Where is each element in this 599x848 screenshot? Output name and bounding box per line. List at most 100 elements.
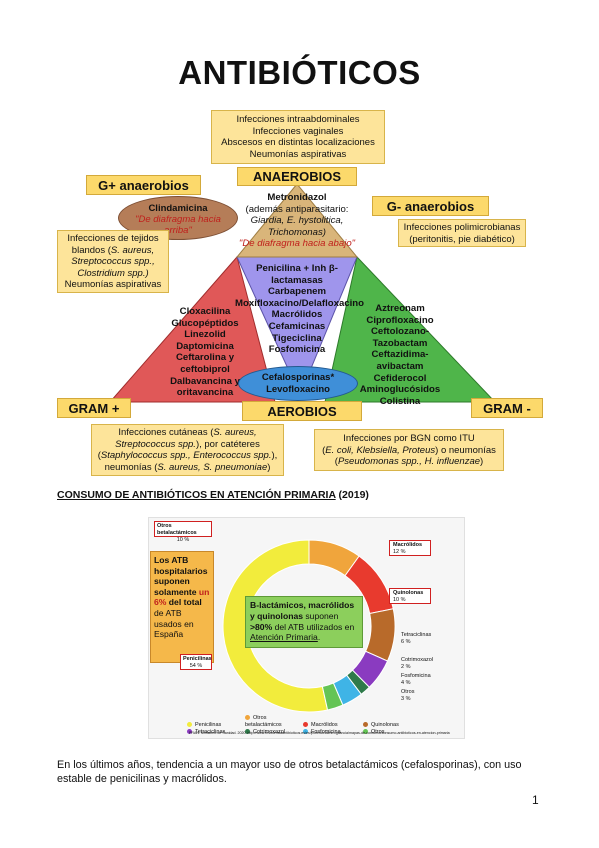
infection-line: ) [267, 461, 271, 473]
slice-label-otros: Otros 3 % [401, 689, 414, 703]
slice-label-name: Cotrimoxazol [401, 657, 434, 663]
legend-label: Penicilinas [195, 722, 222, 728]
slice-label-pct: 6 % [401, 639, 411, 645]
pathogen-name: Pseudomonas spp., H. influenzae [337, 456, 481, 467]
slice-label-name: Quinolonas [393, 590, 424, 596]
footer-paragraph: En los últimos años, tendencia a un mayo… [57, 759, 522, 785]
legend-label: Otros [371, 729, 385, 735]
drug-item: Daptomicina [176, 340, 234, 352]
metronidazol-quote: "De diafragma hacia abajo" [238, 238, 356, 250]
pathogen-name: S. aureus, S. pneumoniae [157, 461, 268, 473]
metronidazol-detail: (además antiparasitario: [245, 203, 349, 215]
anaerobic-infections-box: Infecciones intraabdominales Infecciones… [211, 110, 385, 164]
drug-item: Tazobactam [372, 337, 428, 349]
infection-line: Infecciones intraabdominales [236, 114, 360, 125]
infection-line: Infecciones por BGN como ITU [343, 433, 475, 444]
infection-line: ( [322, 444, 326, 456]
drug-item: Linezolid [184, 329, 226, 341]
donut-slice-penicilinas [222, 539, 329, 713]
slice-label-cotrimoxazol: Cotrimoxazol 2 % [401, 657, 433, 671]
legend-dot [363, 722, 368, 728]
drug-item: Aminoglucósidos [359, 384, 441, 396]
pathogen-name: Streptococcus spp., [71, 256, 155, 267]
pathogen-name: S. aureus, [213, 427, 257, 438]
antibiotic-triangle-diagram [108, 183, 497, 403]
infection-line: ), por catéteres [195, 438, 260, 450]
drug-item: Levofloxacino [266, 383, 330, 395]
drug-item: Ciprofloxacino [366, 314, 434, 326]
slice-label-pct: 10 % [176, 537, 190, 543]
page-number: 1 [532, 793, 539, 807]
note-line: . [317, 632, 321, 643]
slice-label-fosfomicina: Fosfomicina 4 % [401, 673, 431, 687]
section-title: CONSUMO DE ANTIBIÓTICOS EN ATENCIÓN PRIM… [57, 489, 369, 501]
legend-dot [187, 729, 192, 735]
drug-item: Penicilina + Inh β-lactamasas [256, 263, 338, 286]
drug-item: Cefiderocol [373, 372, 427, 384]
note-line: usados en [154, 618, 194, 629]
gram-positive-infections-box: Infecciones cutáneas (S. aureus, Strepto… [91, 424, 284, 476]
infection-line: Infecciones cutáneas ( [118, 427, 214, 438]
drug-item: Tigeciclina [272, 332, 322, 344]
slice-label-pct: 10 % [393, 597, 406, 603]
chart-source: PRAN. Ministerio de Sanidad. 2020. http:… [189, 731, 450, 735]
hospital-atb-note: Los ATB hospitalarios suponen solamente … [150, 551, 214, 663]
gram-negative-infections-box: Infecciones por BGN como ITU (E. coli, K… [314, 429, 504, 471]
legend-item: Penicilinas [187, 722, 245, 729]
clindamicina-name: Clindamicina [148, 203, 208, 214]
slice-label-name: Fosfomicina [401, 673, 431, 679]
slice-label-macrolidos: Macrólidos 12 % [389, 540, 431, 556]
note-highlight: 6% [154, 597, 167, 608]
legend-dot [245, 729, 250, 735]
drug-item: Glucopéptidos [171, 317, 239, 329]
infection-line: Infecciones vaginales [252, 125, 344, 137]
section-title-underlined: CONSUMO DE ANTIBIÓTICOS EN ATENCIÓN PRIM… [57, 489, 336, 501]
slice-label-quinolonas: Quinolonas 10 % [389, 588, 431, 604]
infection-line: ), [271, 450, 278, 461]
note-line: de ATB [154, 607, 182, 618]
page-title: ANTIBIÓTICOS [178, 54, 421, 91]
legend-item: Otros betalactámicos [245, 715, 303, 729]
drug-item: Cloxacilina [179, 306, 231, 317]
donut-slice-otros [321, 682, 344, 711]
pathogen-name: Streptococcus spp. [115, 438, 196, 450]
metronidazol-name: Metronidazol [267, 192, 327, 203]
metronidazol-detail: Giardia, E. hystolitica, [250, 215, 344, 227]
legend-label: Cotrimoxazol [253, 729, 286, 735]
cefalosporinas-ellipse: Cefalosporinas* Levofloxacino [238, 366, 358, 401]
legend-item: Macrólidos [303, 722, 363, 729]
slice-label-pct: 2 % [401, 664, 411, 670]
drug-item: Dalbavancina y [170, 375, 240, 387]
legend-item: Cotrimoxazol [245, 729, 303, 736]
anaerobios-region [235, 183, 359, 258]
slice-label-penicilinas: Penicilinas 54 % [180, 654, 212, 670]
pathogen-name: S. aureus, [110, 244, 155, 256]
primary-care-note: B-lactámicos, macrólidos y quinolonas su… [245, 596, 363, 648]
note-line: suponen [303, 610, 339, 621]
infection-line: Infecciones de tejidos [67, 233, 159, 244]
metronidazol-detail: Trichomonas) [268, 226, 326, 238]
drug-item: Ceftolozano- [370, 326, 430, 338]
note-highlight: un [198, 586, 210, 597]
gram-positive-drugs-list: Cloxacilina Glucopéptidos Linezolid Dapt… [158, 306, 252, 399]
drug-item: avibactam [376, 360, 424, 372]
note-line: Los ATB [154, 555, 189, 565]
infection-line: Abscesos en distintas localizaciones [221, 137, 375, 148]
infection-line: blandos ( [71, 244, 111, 256]
legend-label: Tetraciclinas [195, 729, 226, 735]
slice-label-otros-betalactamicos: Otros betalactámicos 10 % [154, 521, 212, 543]
note-line: Atención Primaria [250, 632, 318, 643]
consumption-chart: Los ATB hospitalarios suponen solamente … [148, 517, 465, 739]
drug-item: Fosfomicina [268, 344, 326, 356]
legend-item: Quinolonas [363, 722, 423, 729]
slice-label-pct: 12 % [393, 549, 406, 555]
pathogen-name: E. coli, Klebsiella, Proteus [325, 444, 436, 456]
legend-item: Fosfomicina [303, 729, 363, 736]
drug-item: Aztreonam [375, 303, 425, 314]
note-line: del total [166, 597, 202, 608]
gram-negative-region [324, 255, 497, 403]
infection-line: Infecciones polimicrobianas [403, 222, 521, 233]
slice-label-pct: 3 % [401, 696, 411, 702]
note-line: B-lactámicos, macrólidos [250, 600, 355, 610]
